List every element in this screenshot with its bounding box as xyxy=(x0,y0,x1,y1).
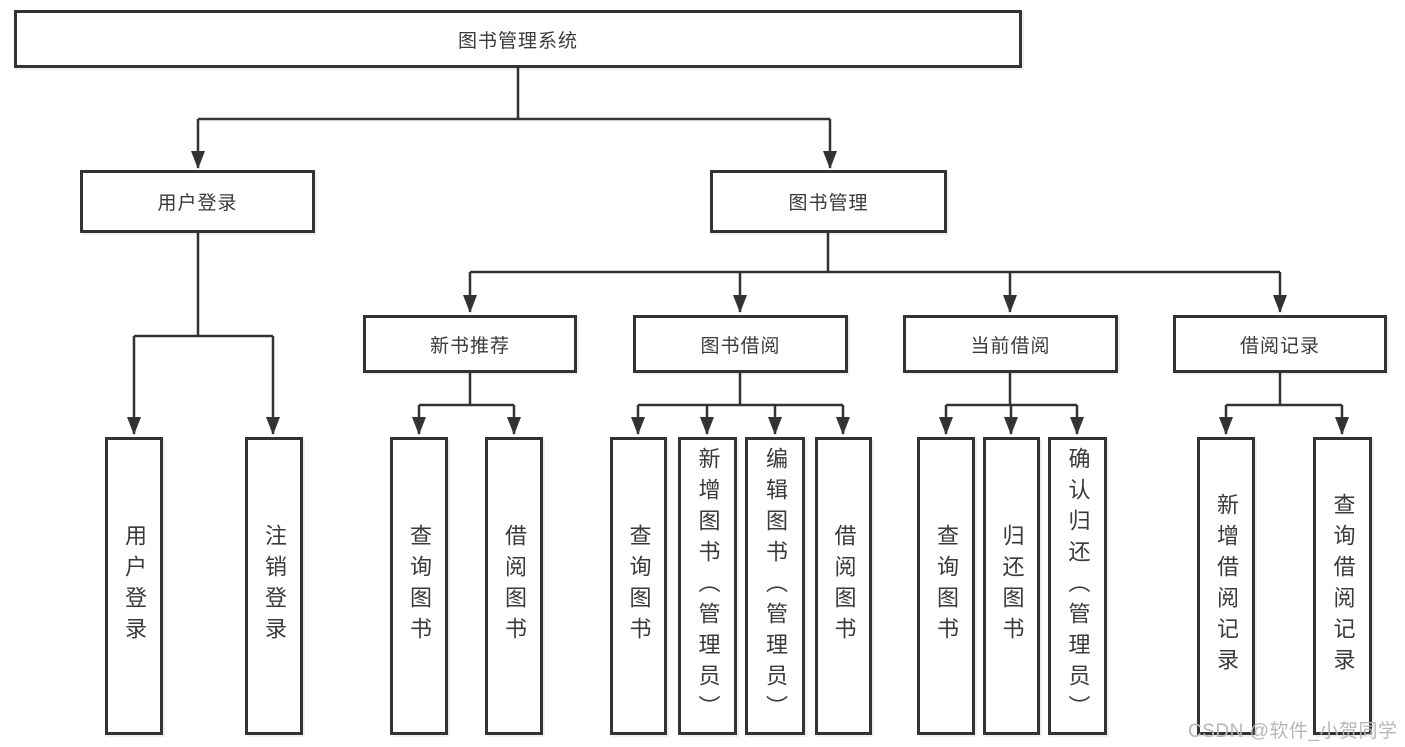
node-book-management: 图书管理 xyxy=(710,170,947,233)
node-current-borrow: 当前借阅 xyxy=(903,315,1118,373)
node-new-book-recommend: 新书推荐 xyxy=(363,315,577,373)
node-root-system: 图书管理系统 xyxy=(14,10,1022,68)
leaf-logout: 注销登录 xyxy=(245,437,303,735)
node-book-borrow: 图书借阅 xyxy=(633,315,848,373)
leaf-query-books-borrow: 查询图书 xyxy=(610,437,667,735)
leaf-add-books-admin: 新增图书（管理员） xyxy=(678,437,737,735)
leaf-query-books-current: 查询图书 xyxy=(917,437,975,735)
leaf-add-borrow-record: 新增借阅记录 xyxy=(1197,437,1255,735)
node-borrow-records: 借阅记录 xyxy=(1173,315,1387,373)
node-user-login: 用户登录 xyxy=(80,170,315,233)
leaf-query-borrow-record: 查询借阅记录 xyxy=(1313,437,1372,735)
csdn-watermark: CSDN @软件_小贺同学 xyxy=(1188,721,1398,742)
leaf-edit-books-admin: 编辑图书（管理员） xyxy=(745,437,805,735)
leaf-user-login: 用户登录 xyxy=(105,437,163,735)
leaf-confirm-return-admin: 确认归还（管理员） xyxy=(1048,437,1107,735)
leaf-borrow-books: 借阅图书 xyxy=(815,437,872,735)
leaf-query-books-recommend: 查询图书 xyxy=(390,437,448,735)
leaf-borrow-books-recommend: 借阅图书 xyxy=(485,437,543,735)
leaf-return-books: 归还图书 xyxy=(983,437,1040,735)
